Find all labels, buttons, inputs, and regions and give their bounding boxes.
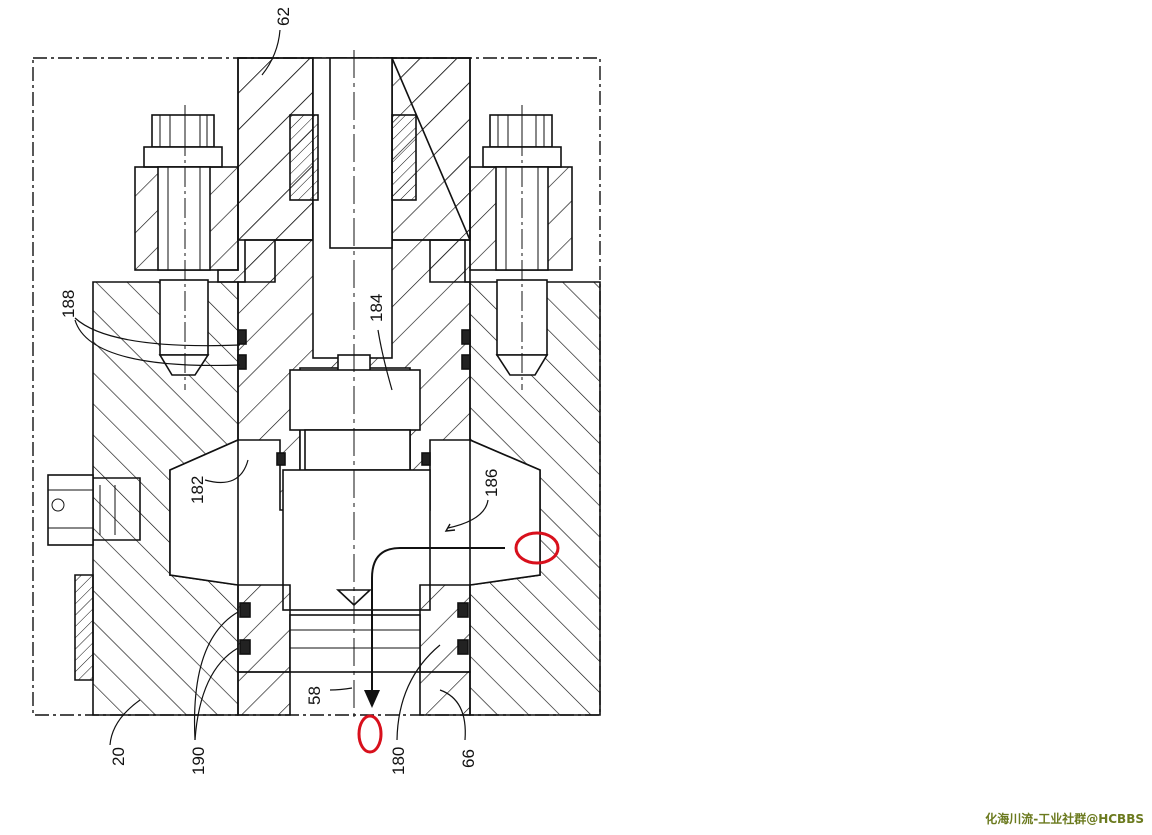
seat-180 (237, 584, 471, 716)
label-184: 184 (367, 294, 386, 322)
seals-188-190 (237, 329, 471, 655)
label-62: 62 (274, 7, 293, 26)
highlight-ellipse-outlet (514, 531, 560, 565)
label-180: 180 (389, 747, 408, 775)
label-66: 66 (459, 749, 478, 768)
label-188: 188 (59, 290, 78, 318)
label-182: 182 (188, 476, 207, 504)
right-bolt (469, 105, 573, 390)
label-190: 190 (189, 747, 208, 775)
leader-lines (74, 29, 489, 746)
watermark-text: 化海川流-工业社群@HCBBS (985, 812, 1144, 826)
label-20: 20 (109, 747, 128, 766)
label-186: 186 (482, 469, 501, 497)
flow-arrow (364, 547, 505, 708)
stem-184 (282, 57, 431, 611)
highlight-ellipse-bottom (357, 714, 383, 754)
left-bolt (134, 105, 239, 390)
label-58: 58 (305, 686, 324, 705)
